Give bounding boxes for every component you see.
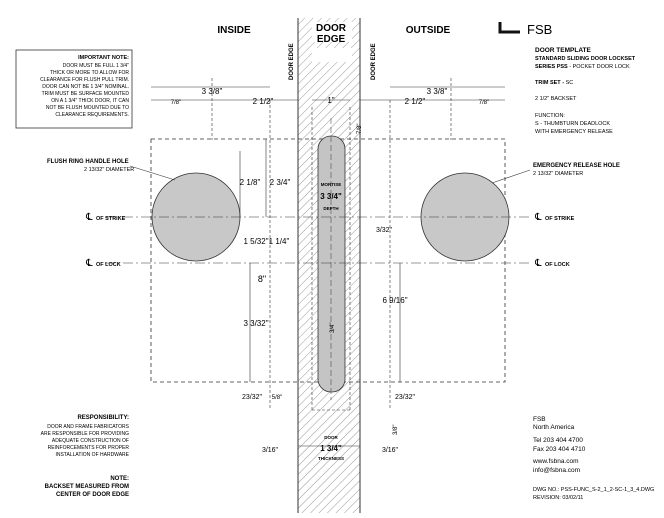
cl-strike-right-icon: ℄ (534, 212, 542, 223)
contact-web: www.fsbna.com (532, 458, 579, 465)
note-line: ON A 1 3/4" THICK DOOR, IT CAN (51, 98, 129, 104)
cl-strike-right-label: OF STRIKE (545, 216, 575, 222)
contact-region: North America (533, 424, 575, 431)
flush-ring-hole-diameter: 2 13/32" DIAMETER (84, 167, 134, 173)
dim-2-1-2-left: 2 1/2" (253, 97, 274, 106)
function-line1: S - THUMBTURN DEADLOCK (535, 121, 610, 127)
contact-fax: Fax 203 404 4710 (533, 446, 586, 453)
backset: 2 1/2" BACKSET (535, 96, 577, 102)
dim-3-8: 3/8" (393, 425, 399, 435)
dim-3-16-left: 3/16" (262, 447, 279, 454)
door-thickness-label2: THICKNESS (318, 456, 344, 461)
outside-heading: OUTSIDE (406, 25, 451, 36)
door-edge-heading-bg (312, 48, 352, 62)
note-line: CLEARANCE FOR FLUSH PULL TRIM. (40, 77, 129, 83)
important-note-box (15, 49, 133, 129)
note-line1: BACKSET MEASURED FROM (45, 484, 129, 490)
dim-8: 8" (258, 274, 266, 284)
responsibility-line: DOOR AND FRAME FABRICATORS (47, 424, 129, 430)
dim-6-9-16: 6 9/16" (382, 296, 407, 305)
note-line: THICK OR MORE TO ALLOW FOR (50, 70, 129, 76)
mortise-slot (317, 135, 346, 393)
emergency-hole-title: EMERGENCY RELEASE HOLE (533, 163, 620, 169)
dim-1-3-4: 1 3/4" (320, 444, 342, 453)
dim-1-1-4: 1 1/4" (269, 237, 290, 246)
cl-lock-right-label: OF LOCK (545, 262, 570, 268)
dim-7-8-left: 7/8" (171, 100, 181, 106)
emergency-hole-diameter: 2 13/32" DIAMETER (533, 171, 583, 177)
note-line2: CENTER OF DOOR EDGE (56, 492, 129, 498)
important-note-title: IMPORTANT NOTE: (78, 55, 129, 61)
dim-2-3-4: 2 3/4" (270, 178, 291, 187)
responsibility-line: ADEQUATE CONSTRUCTION OF (52, 438, 129, 444)
dim-3-4: 3/4" (330, 323, 336, 333)
fsb-logo-text: FSB (527, 22, 552, 37)
dim-2-1-8: 2 1/8" (240, 178, 261, 187)
cl-lock-left-label: OF LOCK (96, 262, 121, 268)
responsibility-line: REINFORCEMENTS FOR PROPER (48, 445, 130, 451)
drawing-revision: REVISION: 03/02/11 (533, 495, 583, 501)
dim-5-8: 5/8" (272, 395, 282, 401)
cl-strike-left-label: OF STRIKE (96, 216, 126, 222)
template-line2: SERIES PSS - POCKET DOOR LOCK (535, 64, 630, 70)
dim-3-3-32: 3 3/32" (243, 319, 268, 328)
important-note-text: DOOR MUST BE FULL 1 3/4" THICK OR MORE T… (40, 63, 129, 118)
mortise-label: MORTISE (321, 182, 342, 187)
dim-23-32-left: 23/32" (242, 394, 263, 401)
inside-heading: INSIDE (217, 25, 251, 36)
door-thickness-label1: DOOR (324, 435, 338, 440)
door-heading-line2: EDGE (317, 34, 346, 45)
dim-3-16-right: 3/16" (382, 447, 399, 454)
trim-set-value: SC (566, 80, 574, 86)
contact-company: FSB (533, 416, 546, 423)
cl-strike-left-icon: ℄ (85, 212, 93, 223)
dim-1-5-32: 1 5/32" (243, 237, 268, 246)
template-line1: STANDARD SLIDING DOOR LOCKSET (535, 56, 636, 62)
cl-lock-right-icon: ℄ (534, 258, 542, 269)
note-line: CLEARANCE REQUIREMENTS. (55, 112, 129, 118)
dim-23-32-right: 23/32" (395, 394, 416, 401)
dim-7-8-right: 7/8" (479, 100, 489, 106)
dim-7-8-top: 7/8" (357, 124, 363, 134)
trim-set: TRIM SET - SC (535, 80, 573, 86)
dim-2-1-2-right: 2 1/2" (405, 97, 426, 106)
template-series-desc: - POCKET DOOR LOCK (568, 64, 630, 70)
mortise-depth-value: 3 3/4" (320, 192, 342, 201)
note-line: DOOR CAN NOT BE 1 3/4" NOMINAL. (42, 84, 129, 90)
responsibility-line: INSTALLATION OF HARDWARE (55, 452, 129, 458)
drawing-number: DWG NO.: PSS-FUNC_S-2_1_2-SC-1_3_4.DWG (533, 487, 654, 493)
responsibility-text: DOOR AND FRAME FABRICATORS ARE RESPONSIB… (41, 424, 130, 458)
emergency-leader (491, 169, 531, 184)
flush-ring-leader (129, 165, 176, 181)
note-line: NOT BE FLUSH MOUNTED DUE TO (46, 105, 129, 111)
dim-1in: 1" (327, 96, 334, 105)
function-label: FUNCTION: (535, 113, 565, 119)
template-title: DOOR TEMPLATE (535, 47, 592, 54)
door-edge-vertical-left: DOOR EDGE (289, 43, 295, 80)
flush-ring-hole-title: FLUSH RING HANDLE HOLE (47, 159, 129, 165)
door-edge-vertical-right: DOOR EDGE (371, 43, 377, 80)
dim-3-3-8-left: 3 3/8" (202, 87, 223, 96)
contact-tel: Tel 203 404 4700 (533, 437, 583, 444)
door-heading-line1: DOOR (316, 23, 347, 34)
contact-email: info@fsbna.com (533, 467, 580, 474)
dim-3-3-8-right: 3 3/8" (427, 87, 448, 96)
trim-set-label: TRIM SET - (535, 80, 566, 86)
template-series: SERIES PSS (535, 64, 568, 70)
responsibility-line: ARE RESPONSIBLE FOR PROVIDING (41, 431, 129, 437)
mortise-depth-label: DEPTH (323, 206, 338, 211)
door-edge-heading-bg2 (312, 22, 352, 42)
note-line: TRIM MUST BE SURFACE MOUNTED (42, 91, 130, 97)
note-title: NOTE: (110, 476, 129, 482)
note-line: DOOR MUST BE FULL 1 3/4" (63, 63, 129, 69)
dim-3-32: 3/32" (376, 227, 393, 234)
function-line2: WITH EMERGENCY RELEASE (535, 129, 613, 135)
cl-lock-left-icon: ℄ (85, 258, 93, 269)
responsibility-title: RESPONSIBILITY: (77, 415, 129, 421)
fsb-logo-icon (498, 22, 520, 34)
